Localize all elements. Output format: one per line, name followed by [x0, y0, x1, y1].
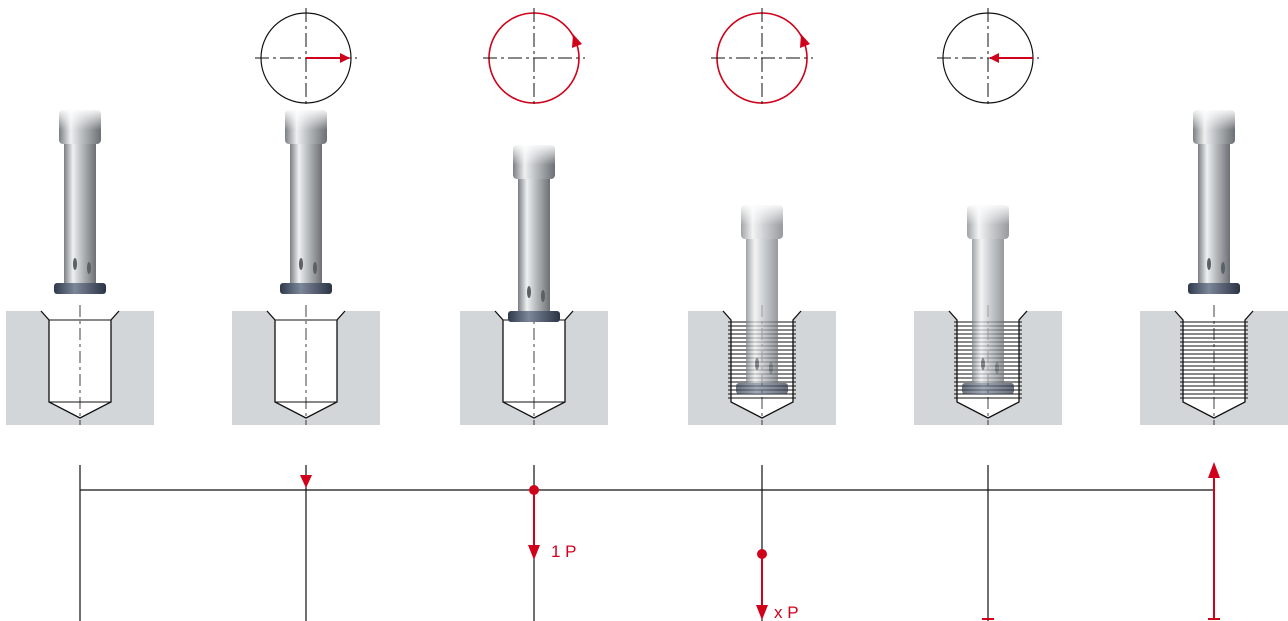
workpiece-2: [232, 305, 380, 425]
clockwise-arrow: [800, 34, 810, 48]
thread-mill-tool-5: [962, 203, 1014, 394]
rotation-indicator-5: [937, 8, 1039, 108]
x-pitch-arrow: [756, 605, 768, 620]
rotation-indicator-3: [483, 8, 585, 108]
one-pitch-arrow: [528, 545, 540, 560]
thread-mill-tool-6: [1188, 108, 1240, 294]
retract-arrow: [1208, 462, 1220, 478]
plunge-arrow: [300, 475, 312, 488]
one-pitch-label: 1 P: [551, 542, 577, 561]
thread-mill-tool-3: [508, 143, 560, 322]
rotation-indicator-2: [255, 8, 357, 108]
thread-mill-tool-2: [280, 108, 332, 294]
rotation-indicator-4: [711, 8, 813, 108]
clockwise-arrow: [572, 34, 582, 48]
thread-mill-tool-1: [54, 108, 106, 294]
workpiece-1: [6, 305, 154, 425]
workpiece-3: [460, 305, 608, 425]
thread-mill-tool-4: [736, 203, 788, 394]
x-pitch-label: x P: [774, 603, 799, 621]
workpiece-6: [1140, 305, 1288, 425]
motion-timeline: 1 P x P: [79, 462, 1220, 621]
